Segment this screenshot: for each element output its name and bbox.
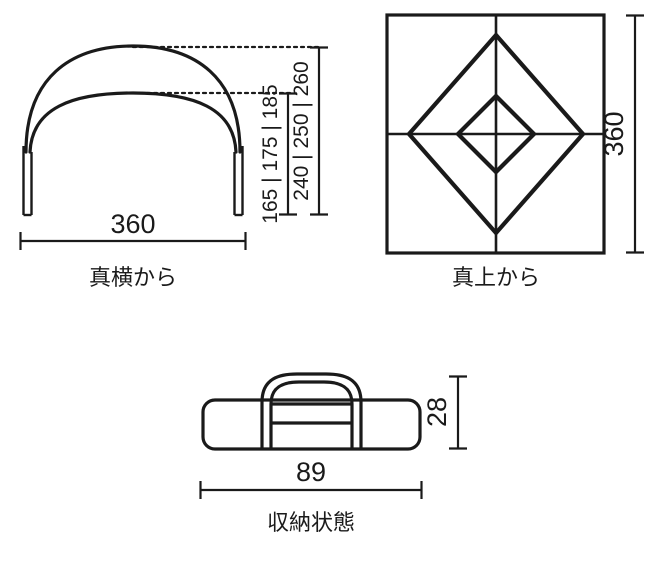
top-view-caption: 真上から: [452, 266, 540, 291]
storage-view-width-label: 89: [296, 457, 326, 487]
canopy-inner-arch: [28, 91, 238, 154]
storage-view-height-dimension: [449, 375, 467, 450]
storage-view-width-dimension: [199, 481, 423, 499]
storage-view-height-label: 28: [422, 397, 452, 427]
canopy-outer-arch: [24, 44, 242, 154]
top-view-group: 360 真上から: [385, 13, 644, 291]
side-view-width-label: 360: [110, 209, 155, 239]
carry-bag-handle-inner: [269, 380, 354, 449]
side-view-group: 165 | 175 | 185 240 | 250 | 260 360 真横から: [19, 44, 328, 291]
side-view-inner-height-label: 165 | 175 | 185: [259, 84, 282, 223]
side-view-outer-height-dimension: [310, 46, 328, 216]
carry-bag-body: [201, 398, 422, 451]
top-view-height-dimension: [626, 14, 644, 254]
top-view-outer-diamond: [406, 31, 586, 237]
top-view-inner-diamond: [455, 93, 537, 175]
side-view-inner-height-dimension: [279, 92, 297, 216]
storage-view-caption: 収納状態: [267, 511, 355, 536]
side-view-caption: 真横から: [89, 266, 177, 291]
side-view-width-dimension: [19, 232, 247, 250]
canopy-right-leg: [233, 146, 244, 217]
storage-view-group: 28 89 収納状態: [199, 372, 467, 536]
canopy-left-leg: [22, 146, 33, 217]
top-view-height-label: 360: [599, 111, 629, 156]
carry-bag-handle-outer: [260, 372, 363, 449]
side-view-outer-height-label: 240 | 250 | 260: [290, 61, 313, 200]
